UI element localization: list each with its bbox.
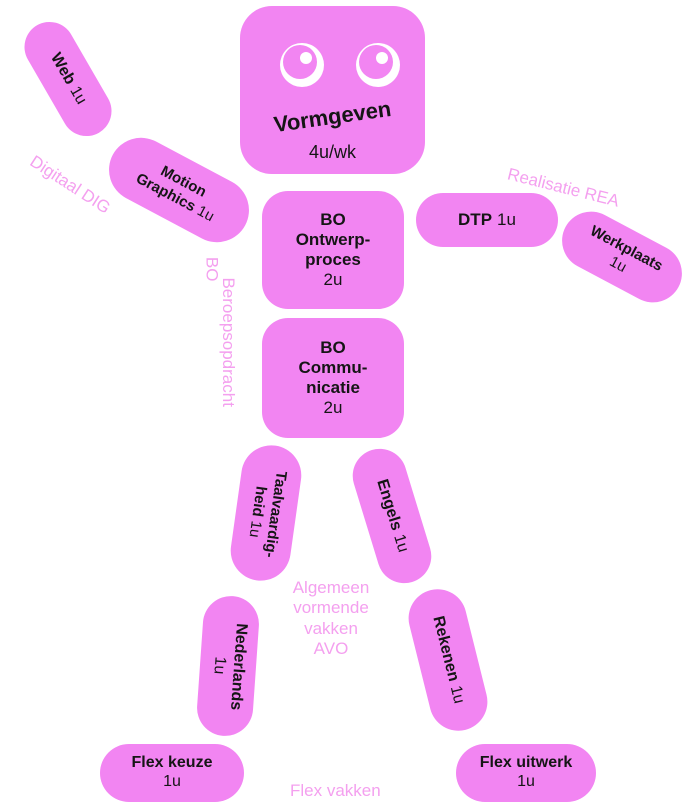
werkplaats-title: Werkplaats <box>587 222 666 276</box>
head-vormgeven: Vormgeven 4u/wk <box>240 6 425 174</box>
ontwerp-line2: Ontwerp- <box>295 229 371 249</box>
web-title: Web <box>47 49 79 88</box>
arm-motion-graphics: Motion Graphics 1u <box>97 126 261 254</box>
motion-hours: 1u <box>194 202 217 226</box>
leg-nederlands: Nederlands 1u <box>195 594 261 738</box>
communicatie-line3: nicatie <box>306 378 360 397</box>
engels-title: Engels <box>373 477 406 533</box>
vormgeven-hours: 4u/wk <box>308 142 357 162</box>
left-eye-icon <box>280 43 324 87</box>
arm-dtp: DTP 1u <box>416 193 558 247</box>
label-bo: BO <box>202 256 222 282</box>
nederlands-hours: 1u <box>210 655 229 675</box>
avo-line4: AVO <box>313 639 349 659</box>
flex-uitwerk-title: Flex uitwerk <box>479 754 573 772</box>
avo-line1: Algemeen <box>292 578 370 597</box>
web-hours: 1u <box>66 83 91 108</box>
label-avo: Algemeen vormende vakken AVO <box>278 578 384 660</box>
leg-rekenen: Rekenen 1u <box>402 583 494 737</box>
communicatie-line2: Commu- <box>298 357 368 377</box>
ontwerp-hours: 2u <box>323 270 343 290</box>
label-flex-vakken: Flex vakken <box>290 781 381 800</box>
label-digitaal: Digitaal DIG <box>26 151 114 218</box>
body-ontwerpproces: BO Ontwerp- proces 2u <box>262 191 404 309</box>
dtp-hours: 1u <box>497 209 516 229</box>
communicatie-hours: 2u <box>323 398 343 418</box>
leg-engels: Engels 1u <box>346 442 438 590</box>
nederlands-title: Nederlands <box>226 622 250 711</box>
right-eye-icon <box>356 43 400 87</box>
foot-flex-keuze: Flex keuze 1u <box>100 744 244 802</box>
arm-web: Web 1u <box>15 12 121 146</box>
flex-keuze-hours: 1u <box>163 773 181 790</box>
vormgeven-title: Vormgeven <box>272 95 393 138</box>
arm-werkplaats: Werkplaats 1u <box>551 201 682 313</box>
flex-keuze-title: Flex keuze <box>131 754 213 772</box>
avo-line2: vormende <box>293 598 369 618</box>
engels-hours: 1u <box>390 532 413 555</box>
leg-taalvaardigheid: Taalvaardig- heid 1u <box>226 441 306 585</box>
body-communicatie: BO Commu- nicatie 2u <box>262 318 404 438</box>
rekenen-hours: 1u <box>447 683 468 706</box>
taal-hours: 1u <box>245 519 265 539</box>
rekenen-title: Rekenen <box>429 614 463 684</box>
avo-line3: vakken <box>304 618 358 638</box>
communicatie-line1: BO <box>320 337 346 357</box>
foot-flex-uitwerk: Flex uitwerk 1u <box>456 744 596 802</box>
ontwerp-line1: BO <box>320 209 346 229</box>
label-beroepsopdracht: Beroepsopdracht <box>218 277 238 407</box>
flex-uitwerk-hours: 1u <box>517 773 535 790</box>
ontwerp-line3: proces <box>305 250 361 269</box>
dtp-title: DTP <box>458 209 493 229</box>
